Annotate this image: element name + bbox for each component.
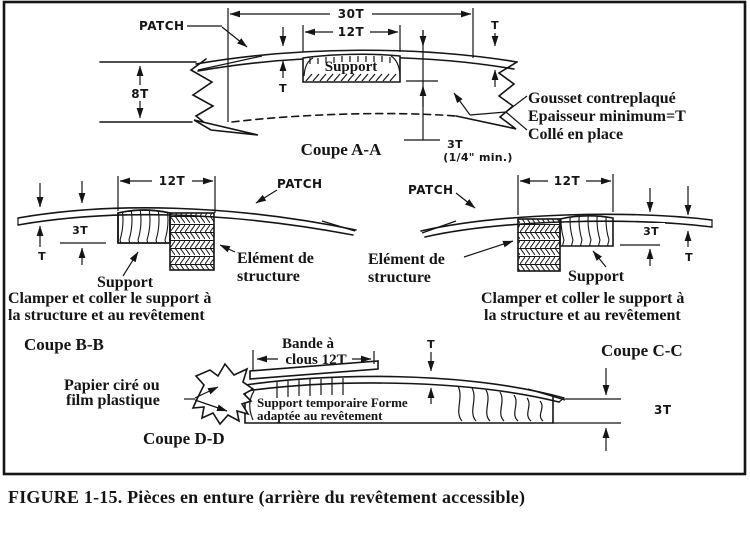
- dim-8t-label: 8T: [131, 87, 149, 101]
- patch-label-aa: PATCH: [139, 19, 185, 33]
- dim-30t-label: 30T: [338, 7, 365, 21]
- dashed-inner-line: [231, 112, 457, 123]
- break-line-left: [189, 58, 215, 129]
- leader-arrow-down: [194, 399, 228, 412]
- gusset-edge: [455, 115, 513, 129]
- section-aa-title: Coupe A-A: [301, 140, 382, 159]
- dim-3t-label: 3T: [643, 225, 659, 238]
- leader-arrow: [255, 189, 278, 204]
- dim-t-label: T: [38, 250, 46, 263]
- callout-arrow: [453, 92, 471, 116]
- label-bg: [637, 223, 665, 237]
- support-corner-arcs: [303, 55, 401, 77]
- paper-label-2: film plastique: [66, 392, 160, 409]
- leader-arrow: [455, 192, 476, 209]
- dim-12t-label: 12T: [554, 174, 581, 188]
- support-label-cc: Support: [568, 268, 625, 285]
- broken-skin-wedge: [193, 119, 259, 136]
- section-bb: 12T T 3T PATCH Support Elément de struct…: [8, 173, 357, 354]
- figure-border: [2, 0, 747, 476]
- section-cc: 12T 3T T PATCH Elément de structure Supp…: [368, 173, 713, 360]
- section-aa: 8T 30T 12T T T Support: [99, 6, 686, 164]
- gusset-note-3: Collé en place: [528, 126, 623, 143]
- backing-label-1: Support temporaire Forme: [257, 395, 408, 410]
- structure-block-cc: [517, 218, 561, 272]
- paper-label-1: Papier ciré ou: [64, 377, 160, 394]
- note-line-1: Clamper et coller le support à: [8, 290, 211, 307]
- nail-marks: [276, 378, 344, 398]
- note-line-1: Clamper et coller le support à: [481, 290, 684, 307]
- patch-label-bb: PATCH: [277, 177, 323, 191]
- skin-bottom-line: [231, 382, 560, 403]
- figure-caption: FIGURE 1-15. Pièces en enture (arrière d…: [8, 487, 525, 508]
- scarf-joint-line: [197, 55, 263, 71]
- break-line-right: [497, 61, 518, 130]
- support-hatch-bottom: [305, 73, 397, 82]
- dim-ticks: [404, 80, 440, 141]
- gusset-note-1: Gousset contreplaqué: [528, 90, 676, 107]
- note-line-2: la structure et au revêtement: [484, 307, 681, 324]
- dim-t-right-label: T: [491, 19, 499, 32]
- callout-bracket: [469, 95, 528, 131]
- dim-ref-lines: [553, 398, 621, 424]
- dim-3t-min-label: (1/4" min.): [443, 151, 512, 164]
- note-line-2: la structure et au revêtement: [8, 307, 205, 324]
- skin-ends: [421, 220, 713, 234]
- element-label-2: structure: [368, 269, 431, 286]
- backing-grain: [457, 385, 544, 422]
- skin-scarf-end: [527, 388, 566, 403]
- nail-strip-label-1: Bande à: [282, 336, 335, 352]
- skin-top-line: [231, 375, 565, 399]
- dim-t-label: T: [685, 251, 693, 264]
- wax-paper-blob: [191, 362, 255, 426]
- leader-arrow: [122, 251, 139, 277]
- skin-top-line: [420, 213, 713, 232]
- label-bg: [333, 24, 370, 39]
- label-bg: [330, 6, 372, 22]
- support-block-aa: [302, 53, 401, 83]
- backing-grain-left: [249, 390, 255, 421]
- skin-bottom-line: [424, 220, 713, 238]
- nail-strip-label-2: clous 12T: [285, 352, 346, 368]
- element-label-2: structure: [237, 268, 300, 285]
- leader-arrow: [463, 240, 514, 258]
- label-bg: [152, 173, 192, 188]
- label-bg: [548, 173, 586, 188]
- dim-12t-label: 12T: [159, 174, 186, 188]
- label-bg: [66, 222, 94, 236]
- leader-arrow: [221, 26, 248, 48]
- dim-3t-label: 3T: [72, 224, 88, 237]
- leader-arrow: [592, 250, 607, 268]
- structure-block-bb: [169, 212, 215, 271]
- patch-label-cc: PATCH: [408, 183, 454, 197]
- section-cc-title: Coupe C-C: [601, 341, 683, 360]
- leader-arrow-up: [194, 386, 219, 399]
- dim-12t-label: 12T: [338, 25, 365, 39]
- nail-strip: [249, 360, 379, 380]
- label-bg: [127, 85, 154, 101]
- leader-arrow: [219, 244, 236, 253]
- backing-label-2: adaptée au revêtement: [257, 408, 383, 423]
- support-label-bb: Support: [97, 274, 154, 291]
- section-bb-title: Coupe B-B: [24, 335, 104, 354]
- dim-3t-label: 3T: [654, 403, 672, 417]
- dim-3t-label: 3T: [447, 138, 463, 151]
- element-label-1: Elément de: [237, 250, 314, 267]
- support-hatch-top: [309, 56, 391, 64]
- support-label-aa: Support: [325, 59, 378, 75]
- section-dd-title: Coupe D-D: [143, 429, 225, 448]
- section-dd: Bande à clous 12T T 3T Papier ciré ou fi…: [64, 336, 672, 451]
- dim-t-mid-label: T: [279, 82, 287, 95]
- patch-top-line: [195, 49, 518, 65]
- skin-bottom-line: [17, 213, 354, 236]
- gusset-note-2: Epaisseur minimum=T: [528, 108, 686, 125]
- backing-block: [244, 386, 554, 424]
- element-label-1: Elément de: [368, 251, 445, 268]
- dim-t-label: T: [427, 338, 435, 351]
- skin-top-line: [17, 207, 357, 231]
- support-block-cc: [559, 215, 614, 247]
- skin-ends: [17, 218, 356, 232]
